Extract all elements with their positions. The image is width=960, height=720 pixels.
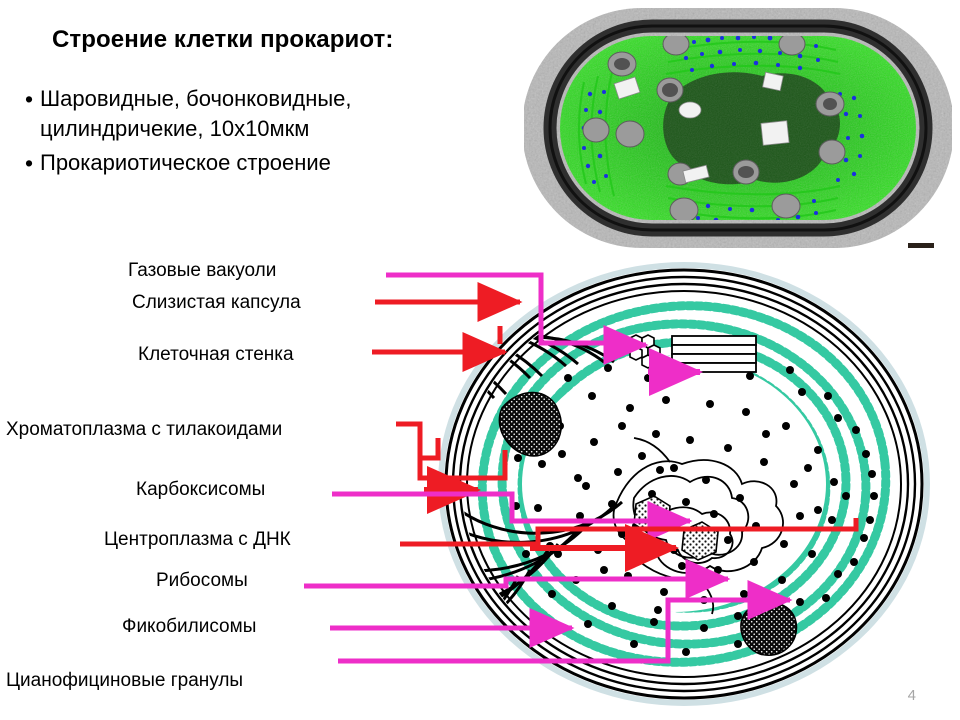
label-centroplasm-dna: Центроплазма с ДНК <box>104 529 291 550</box>
bullet-text-line: Шаровидные, бочонковидные, <box>40 86 352 111</box>
connector-carboxysomes <box>332 491 693 541</box>
label-mucous-capsule: Слизистая капсула <box>132 292 301 313</box>
page-number: 4 <box>907 687 916 704</box>
connector-cyanophycin <box>338 580 793 664</box>
bullet-text: Шаровидные, бочонковидные, цилиндричекие… <box>40 84 352 144</box>
bullet-text-line: Прокариотическое строение <box>40 150 331 175</box>
bullet-text: Прокариотическое строение <box>40 148 331 178</box>
connector-centroplasm-dna <box>400 518 859 547</box>
label-cyanophycin: Цианофициновые гранулы <box>6 670 244 691</box>
bullet-text-line: цилиндричекие, 10х10мкм <box>40 116 310 141</box>
gas-vesicle-cylinders <box>671 335 757 373</box>
label-carboxysomes: Карбоксисомы <box>136 479 266 500</box>
label-cell-wall: Клеточная стенка <box>138 344 294 365</box>
bullet-marker-icon: • <box>24 150 34 176</box>
label-gas-vacuoles: Газовые вакуоли <box>128 260 277 281</box>
bullet-list: • Шаровидные, бочонковидные, цилиндричек… <box>18 84 488 182</box>
micrograph-granules <box>582 36 846 220</box>
label-phycobilisomes: Фикобилисомы <box>122 616 257 637</box>
connector-chromatoplasm <box>396 421 508 481</box>
label-ribosomes: Рибосомы <box>156 570 248 591</box>
bullet-marker-icon: • <box>24 86 34 112</box>
list-item: • Шаровидные, бочонковидные, цилиндричек… <box>18 84 488 144</box>
list-item: • Прокариотическое строение <box>18 148 488 178</box>
page-title: Строение клетки прокариот: <box>52 26 394 53</box>
connector-ribosomes <box>304 559 731 599</box>
label-chromatoplasm: Хроматоплазма с тилакоидами <box>6 419 283 440</box>
prokaryote-cell-diagram <box>438 262 930 706</box>
cyanobacterium-micrograph <box>524 8 952 248</box>
connector-chromatoplasm-branch <box>420 438 441 461</box>
micrograph-cell-wall <box>543 19 933 237</box>
connector-gas-vacuoles <box>386 272 638 346</box>
micrograph-scale-bar <box>908 243 934 248</box>
